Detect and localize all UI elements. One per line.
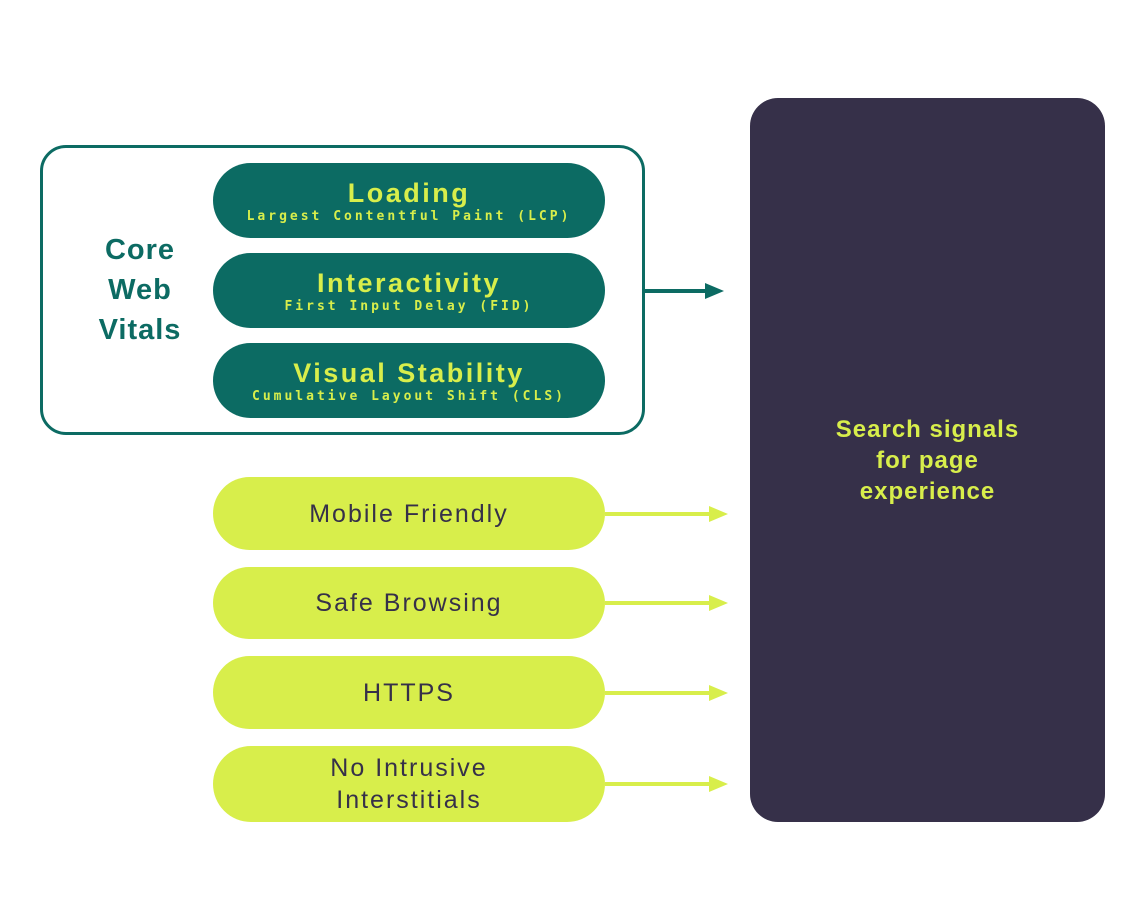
arrow-head bbox=[709, 776, 728, 792]
arrow-shaft bbox=[605, 691, 709, 695]
arrow-head bbox=[709, 595, 728, 611]
search-signals-panel: Search signals for page experience bbox=[750, 98, 1105, 822]
signal-pill-no-intrusive-interstitials: No Intrusive Interstitials bbox=[213, 746, 605, 822]
arrow-right-icon bbox=[605, 685, 728, 701]
signal-pill-safe-browsing: Safe Browsing bbox=[213, 567, 605, 639]
metric-pill-visual-stability: Visual Stability Cumulative Layout Shift… bbox=[213, 343, 605, 418]
metric-title: Loading bbox=[347, 178, 471, 208]
signal-label: No Intrusive Interstitials bbox=[330, 754, 488, 814]
metric-pill-loading: Loading Largest Contentful Paint (LCP) bbox=[213, 163, 605, 238]
signal-pill-mobile-friendly: Mobile Friendly bbox=[213, 477, 605, 550]
signal-pill-https: HTTPS bbox=[213, 656, 605, 729]
core-web-vitals-group: Core Web Vitals Loading Largest Contentf… bbox=[40, 145, 645, 435]
metric-subtitle: First Input Delay (FID) bbox=[284, 299, 534, 314]
metric-pill-interactivity: Interactivity First Input Delay (FID) bbox=[213, 253, 605, 328]
arrow-right-icon bbox=[605, 595, 728, 611]
metric-subtitle: Cumulative Layout Shift (CLS) bbox=[252, 389, 566, 404]
metric-subtitle: Largest Contentful Paint (LCP) bbox=[246, 209, 572, 224]
arrow-right-icon bbox=[605, 776, 728, 792]
arrow-shaft bbox=[605, 512, 709, 516]
arrow-right-icon bbox=[605, 506, 728, 522]
signal-label: Safe Browsing bbox=[315, 589, 503, 617]
arrow-shaft bbox=[605, 601, 709, 605]
signal-label: HTTPS bbox=[363, 678, 455, 707]
arrow-head bbox=[709, 506, 728, 522]
metric-title: Interactivity bbox=[316, 268, 502, 298]
search-signals-label: Search signals for page experience bbox=[835, 415, 1020, 505]
metric-title: Visual Stability bbox=[293, 358, 525, 388]
signal-label: Mobile Friendly bbox=[309, 499, 509, 528]
arrow-head bbox=[709, 685, 728, 701]
arrow-shaft bbox=[605, 782, 709, 786]
core-web-vitals-label: Core Web Vitals bbox=[98, 234, 182, 346]
arrow-head bbox=[705, 283, 724, 299]
core-web-vitals-pill-list: Loading Largest Contentful Paint (LCP) I… bbox=[213, 163, 605, 418]
arrow-shaft bbox=[645, 289, 705, 293]
arrow-right-icon bbox=[645, 283, 724, 299]
